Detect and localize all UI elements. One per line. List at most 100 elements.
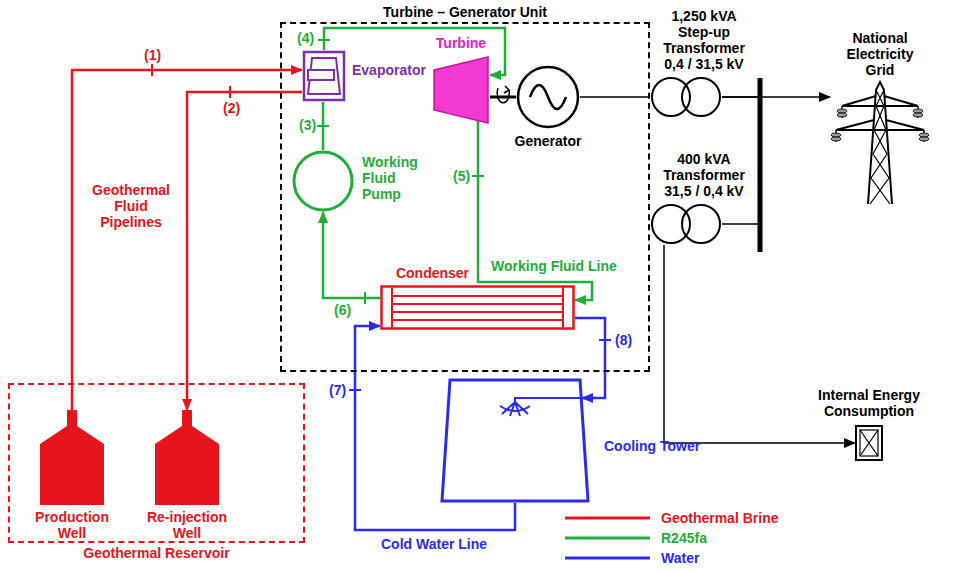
ellipse-part bbox=[831, 133, 841, 137]
transformer-symbol-graphic bbox=[650, 76, 722, 118]
state-number: (8) bbox=[614, 332, 633, 348]
node-label: 1,250 kVA Step-up Transformer 0,4 / 31,5… bbox=[657, 8, 751, 72]
line-label: Working Fluid Line bbox=[490, 258, 618, 274]
circle-part bbox=[682, 78, 720, 116]
well-symbol-graphic bbox=[38, 410, 106, 505]
rect-part bbox=[382, 287, 574, 329]
circle-part bbox=[518, 67, 578, 127]
state-number: (6) bbox=[333, 302, 352, 318]
legend-line bbox=[565, 517, 650, 520]
state-number: (1) bbox=[143, 47, 162, 63]
pump-symbol-graphic bbox=[292, 150, 354, 212]
path-part bbox=[502, 402, 528, 416]
ellipse-part bbox=[913, 109, 923, 113]
well-symbol-graphic bbox=[153, 410, 221, 505]
rect-part bbox=[856, 426, 882, 460]
load-symbol-graphic bbox=[855, 425, 883, 461]
grid-tower-symbol-graphic bbox=[830, 82, 930, 204]
path-part bbox=[500, 406, 530, 411]
g-part bbox=[500, 398, 581, 416]
unit-boundary: Turbine – Generator UnitEvaporatorTurbin… bbox=[280, 22, 650, 372]
line-part bbox=[392, 319, 563, 321]
state-number: (2) bbox=[222, 100, 241, 116]
state-number: (3) bbox=[298, 117, 317, 133]
rotation-head bbox=[504, 86, 509, 93]
g-part bbox=[831, 109, 929, 141]
transformer-symbol: 1,250 kVA Step-up Transformer 0,4 / 31,5… bbox=[650, 76, 722, 118]
transformer-symbol: 400 kVA Transformer 31,5 / 0,4 kV bbox=[650, 203, 722, 245]
node-label: Cooling Tower bbox=[604, 438, 700, 454]
circle-part bbox=[652, 78, 690, 116]
node-label: Generator bbox=[515, 133, 582, 149]
line-part bbox=[392, 311, 563, 313]
polygon-part bbox=[308, 58, 340, 94]
connector-line bbox=[323, 212, 380, 298]
circle-part bbox=[294, 152, 352, 210]
path-part bbox=[40, 410, 104, 505]
condenser-symbol-graphic bbox=[380, 285, 575, 330]
reservoir-boundary: Geothermal ReservoirProduction WellRe-in… bbox=[8, 383, 305, 543]
rect-part bbox=[308, 70, 334, 80]
well-symbol: Production Well bbox=[38, 410, 106, 505]
connector-line bbox=[322, 102, 325, 150]
connector-line bbox=[580, 96, 650, 98]
evaporator-symbol-graphic bbox=[302, 50, 346, 102]
g-part bbox=[836, 82, 924, 204]
rotation-arrow bbox=[497, 86, 509, 103]
legend-text: Geothermal Brine bbox=[660, 510, 779, 526]
ellipse-part bbox=[837, 113, 847, 117]
node-label: Geothermal Reservoir bbox=[17, 545, 297, 561]
ellipse-part bbox=[837, 109, 847, 113]
turbine-symbol: Turbine bbox=[432, 55, 490, 125]
well-symbol: Re-injection Well bbox=[153, 410, 221, 505]
circle-part bbox=[652, 205, 690, 243]
path-part bbox=[870, 90, 890, 204]
node-label: 400 kVA Transformer 31,5 / 0,4 kV bbox=[657, 151, 751, 199]
state-number: (5) bbox=[452, 168, 471, 184]
connector-line bbox=[490, 96, 516, 99]
polygon-part bbox=[442, 380, 588, 501]
node-label: Working Fluid Pump bbox=[362, 154, 424, 202]
pump-symbol: Working Fluid Pump bbox=[292, 150, 354, 212]
condenser-symbol: Condenser bbox=[380, 285, 575, 330]
turbine-symbol-graphic bbox=[432, 55, 490, 125]
node-label: Re-injection Well bbox=[144, 509, 230, 541]
path-part bbox=[836, 106, 924, 142]
legend-line bbox=[565, 537, 650, 540]
line-label: Cold Water Line bbox=[380, 536, 488, 552]
path-part bbox=[515, 398, 581, 402]
line-part bbox=[562, 287, 564, 328]
pipeline-label: Geothermal Fluid Pipelines bbox=[85, 182, 177, 230]
load-symbol: Internal Energy Consumption bbox=[855, 425, 883, 461]
evaporator-symbol: Evaporator bbox=[302, 50, 346, 102]
connector-line bbox=[187, 92, 302, 410]
generator-symbol-graphic bbox=[516, 65, 580, 129]
node-label: Production Well bbox=[29, 509, 115, 541]
connector-line bbox=[72, 70, 302, 410]
state-number: (7) bbox=[328, 382, 347, 398]
rect-part bbox=[860, 430, 878, 456]
line-part bbox=[392, 295, 563, 297]
circle-part bbox=[682, 205, 720, 243]
node-label: Evaporator bbox=[352, 62, 426, 78]
node-label: Internal Energy Consumption bbox=[810, 387, 928, 419]
ellipse-part bbox=[919, 133, 929, 137]
line-part bbox=[391, 287, 393, 328]
ellipse-part bbox=[919, 137, 929, 141]
node-label: Turbine bbox=[436, 35, 486, 51]
line-part bbox=[392, 303, 563, 305]
node-label: Turbine – Generator Unit bbox=[315, 4, 615, 20]
grid-tower-symbol: National Electricity Grid bbox=[830, 82, 930, 204]
generator-symbol: Generator bbox=[516, 65, 580, 129]
cooling-tower-symbol: Cooling Tower bbox=[440, 378, 590, 503]
node-label: National Electricity Grid bbox=[834, 30, 926, 78]
ellipse-part bbox=[913, 113, 923, 117]
legend-line bbox=[565, 557, 650, 560]
g-part bbox=[392, 287, 563, 328]
rect-part bbox=[304, 52, 344, 100]
path-part bbox=[155, 410, 219, 505]
path-part bbox=[860, 430, 878, 456]
node-label: Condenser bbox=[396, 265, 469, 281]
transformer-symbol-graphic bbox=[650, 203, 722, 245]
path-part bbox=[868, 82, 892, 204]
